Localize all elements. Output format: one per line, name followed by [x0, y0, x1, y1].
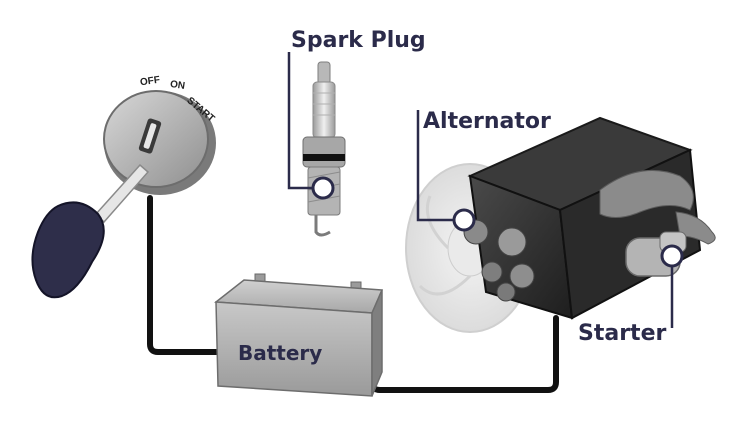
marker-spark-plug [311, 176, 335, 200]
callout-line-alternator [416, 110, 456, 222]
spark-plug-icon [302, 61, 346, 237]
callout-lines [287, 52, 674, 328]
label-starter: Starter [578, 321, 667, 346]
marker-alternator [452, 208, 476, 232]
battery-icon [214, 273, 384, 397]
marker-starter [660, 244, 684, 268]
callout-line-spark-plug [287, 52, 312, 190]
key-icon [31, 163, 150, 299]
callout-markers [311, 176, 684, 268]
wire-ignition-to-battery [147, 195, 225, 355]
label-battery: Battery [238, 341, 323, 365]
engine-icon [463, 116, 716, 320]
ignition-position-on: ON [169, 79, 186, 92]
label-alternator: Alternator [423, 109, 551, 134]
label-spark-plug: Spark Plug [291, 28, 426, 53]
ignition-switch-icon [103, 90, 216, 195]
